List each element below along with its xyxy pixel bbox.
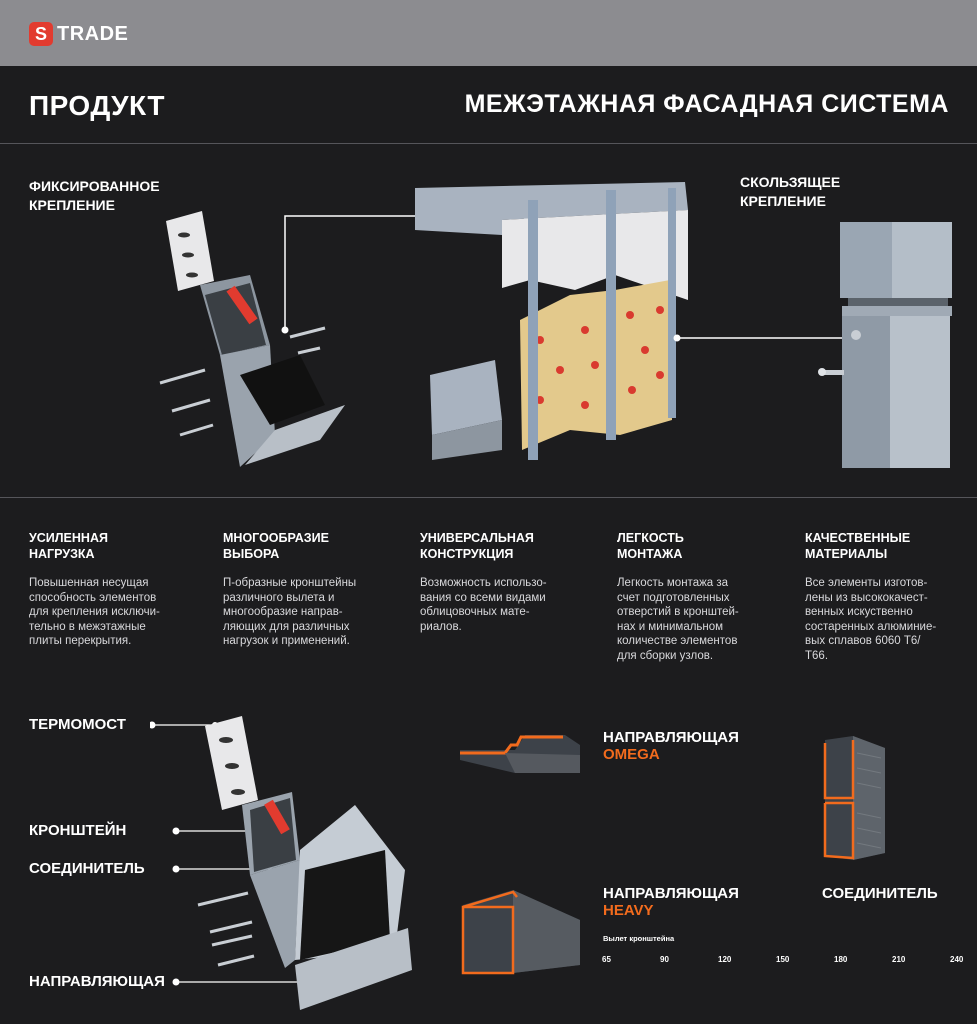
part-label-thermobridge: ТЕРМОМОСТ [29,716,126,733]
logo-text: TRADE [57,22,129,45]
offset-210: 210 [892,955,906,964]
part-label-connector: СОЕДИНИТЕЛЬ [29,860,145,877]
omega-profile-illustration [460,735,580,773]
brand-logo[interactable]: S TRADE [29,21,128,47]
part-label-guide: НАПРАВЛЯЮЩАЯ [29,973,165,990]
assembly-illustration [150,716,412,1010]
sliding-bracket-illustration [818,222,952,468]
system-title: МЕЖЭТАЖНАЯ ФАСАДНАЯ СИСТЕМА [464,90,949,118]
divider-middle [0,497,977,498]
fixed-mount-label: ФИКСИРОВАННОЕ КРЕПЛЕНИЕ [29,178,160,213]
offset-180: 180 [834,955,848,964]
heavy-profile-illustration [461,890,580,975]
fixed-bracket-illustration [159,211,345,467]
heavy-title: НАПРАВЛЯЮЩАЯ HEAVY [603,885,739,919]
facade-system-illustration [415,182,688,460]
offset-90: 90 [660,955,669,964]
offset-65: 65 [602,955,611,964]
connector-title: СОЕДИНИТЕЛЬ [822,885,938,902]
divider-top [0,143,977,144]
feature-text-materials: Все элементы изготов-лены из высококачес… [805,577,937,662]
page-title: ПРОДУКТ [29,90,165,121]
offset-120: 120 [718,955,732,964]
part-label-bracket: КРОНШТЕЙН [29,822,127,839]
sliding-callout-line [673,334,842,342]
top-bar: S TRADE [0,0,977,66]
offset-scale-label: Вылет кронштейна [603,934,675,943]
logo-mark: S [29,22,53,46]
omega-title: НАПРАВЛЯЮЩАЯ OMEGA [603,729,739,763]
offset-150: 150 [776,955,790,964]
sliding-mount-label: СКОЛЬЗЯЩЕЕ КРЕПЛЕНИЕ [740,174,841,209]
connector-illustration [823,736,885,860]
feature-text-universal: Возможность использо-вания со всеми вида… [420,577,547,633]
offset-240: 240 [950,955,964,964]
